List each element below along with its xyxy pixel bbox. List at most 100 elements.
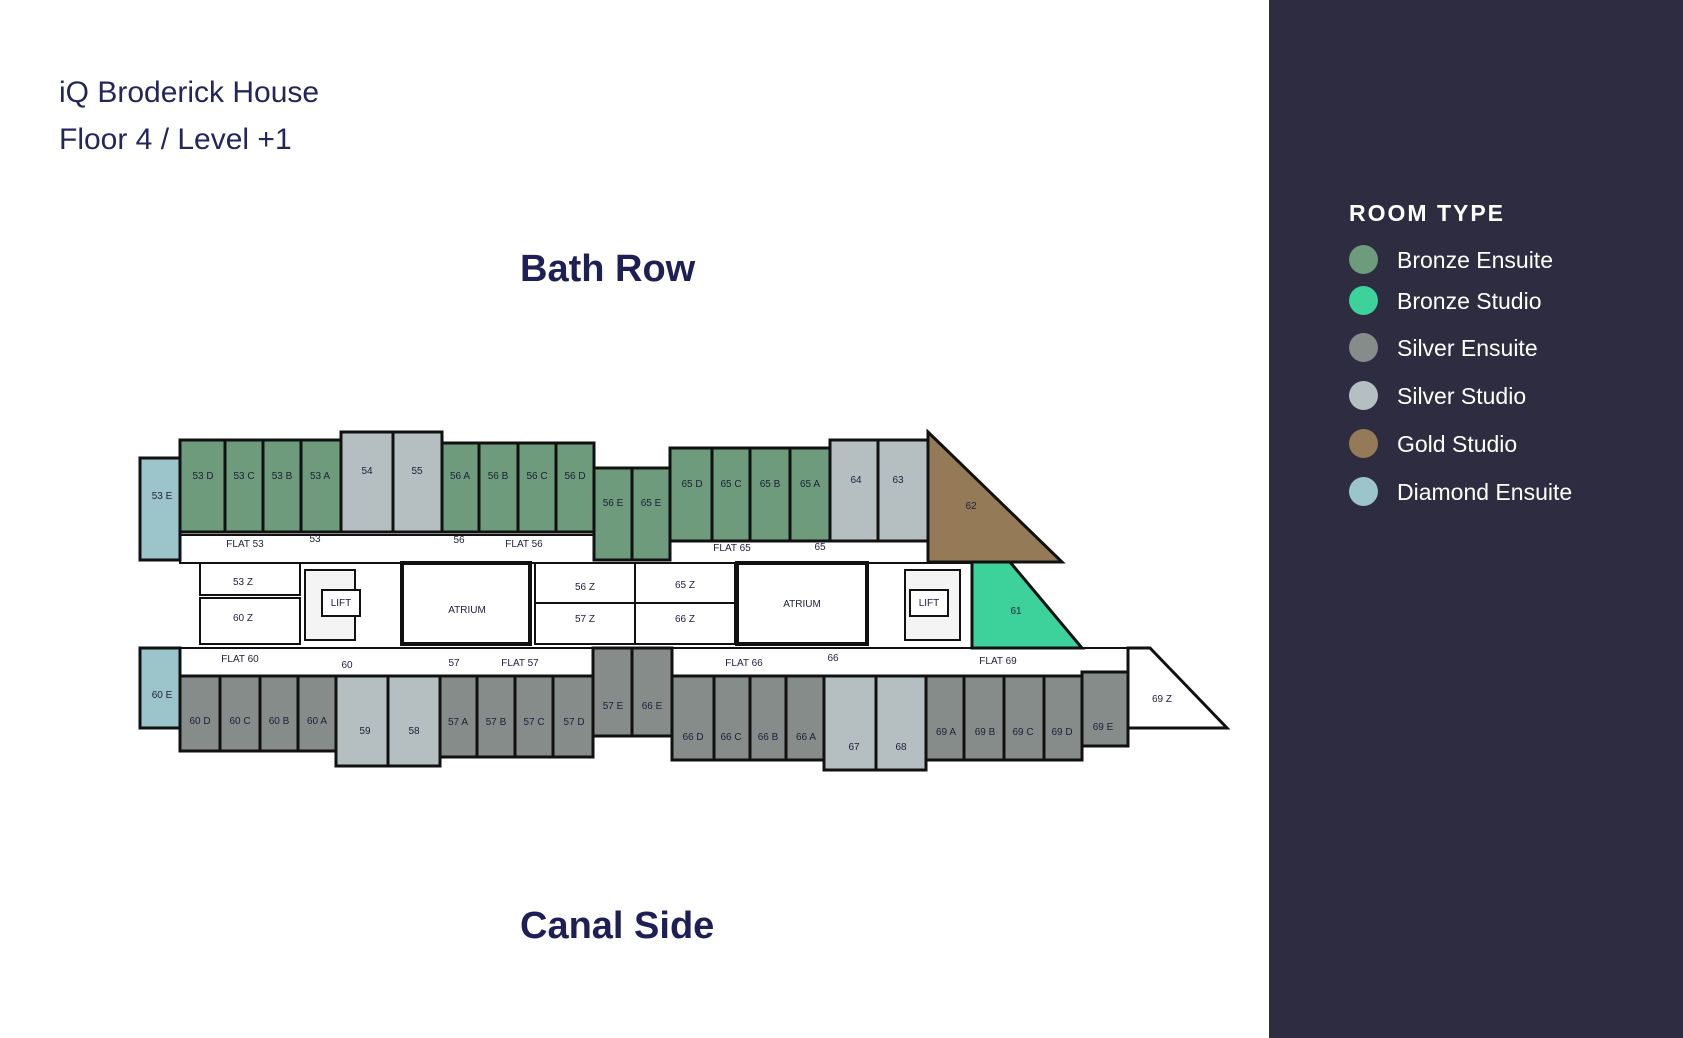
label-lift-right: LIFT [919,598,940,609]
label-54: 54 [361,466,373,477]
room-56D[interactable] [554,441,596,534]
label-door-53: 53 [309,534,321,545]
room-53D[interactable] [178,438,227,534]
label-flat-53: FLAT 53 [226,539,264,550]
room-69D[interactable] [1042,674,1084,762]
room-67[interactable] [822,674,878,772]
room-56A[interactable] [440,441,481,534]
label-60D: 60 D [189,716,210,727]
label-door-56: 56 [453,535,465,546]
legend-title: ROOM TYPE [1349,200,1506,226]
room-56C[interactable] [516,441,558,534]
room-69B[interactable] [962,674,1006,762]
label-53C: 53 C [233,471,254,482]
label-61: 61 [1010,606,1022,617]
label-57A: 57 A [448,717,468,728]
room-62[interactable] [926,428,1066,564]
room-53B[interactable] [261,438,303,534]
room-64[interactable] [828,438,880,543]
room-56E[interactable] [592,466,634,562]
label-69D: 69 D [1051,727,1072,738]
room-63[interactable] [876,438,930,543]
label-56E: 56 E [603,498,624,509]
label-atrium-right: ATRIUM [783,599,821,610]
legend-swatch-gold-studio [1349,429,1378,458]
room-60B[interactable] [258,674,300,753]
room-61[interactable] [970,560,1086,650]
label-56D: 56 D [564,471,585,482]
label-65Z: 65 Z [675,580,695,591]
legend-swatch-silver-ensuite [1349,333,1378,362]
room-65C[interactable] [710,446,752,543]
label-63: 63 [892,475,904,486]
bottom-room-row [138,646,1231,772]
label-69C: 69 C [1012,727,1033,738]
room-69E[interactable] [1080,670,1130,748]
atrium-right [735,561,869,646]
room-60Z[interactable] [199,597,301,645]
room-65E[interactable] [630,466,672,562]
room-68[interactable] [874,674,928,772]
label-65A: 65 A [800,479,820,490]
room-66D[interactable] [670,674,716,762]
label-atrium-left: ATRIUM [448,605,486,616]
room-54[interactable] [339,430,395,534]
room-55[interactable] [391,430,444,534]
legend-swatch-bronze-ensuite [1349,245,1378,274]
label-60Z: 60 Z [233,613,253,624]
label-lift-left: LIFT [331,598,352,609]
label-59: 59 [359,726,371,737]
room-57E[interactable] [591,646,634,738]
room-labels: 53 D 53 C 53 B 53 A 54 55 56 A 56 B 56 C… [152,466,1172,753]
room-53E[interactable] [138,456,182,562]
room-65B[interactable] [748,446,792,543]
lift-left [321,589,361,617]
room-66C[interactable] [712,674,752,762]
room-66A[interactable] [784,674,826,762]
label-65B: 65 B [760,479,781,490]
room-65D[interactable] [668,446,714,543]
room-57A[interactable] [438,674,479,759]
label-69E: 69 E [1093,722,1114,733]
label-door-66: 66 [827,653,839,664]
legend-swatch-diamond-ensuite [1349,477,1378,506]
room-69Z[interactable] [1126,646,1231,730]
street-label-bath-row: Bath Row [520,248,696,290]
room-60C[interactable] [218,674,262,753]
room-66B[interactable] [748,674,788,762]
room-69A[interactable] [924,674,966,762]
room-56Z[interactable] [534,562,636,604]
room-57C[interactable] [513,674,555,759]
label-64: 64 [850,475,862,486]
label-60E: 60 E [152,690,173,701]
room-53C[interactable] [223,438,265,534]
label-60C: 60 C [229,716,250,727]
room-53A[interactable] [299,438,343,534]
legend-label: Silver Studio [1397,383,1527,409]
legend-swatch-bronze-studio [1349,286,1378,315]
label-69A: 69 A [936,727,956,738]
room-60D[interactable] [178,674,222,753]
legend-label: Silver Ensuite [1397,335,1538,361]
legend-label: Gold Studio [1397,431,1518,457]
room-53Z[interactable] [199,562,301,596]
label-57B: 57 B [486,717,507,728]
room-69C[interactable] [1002,674,1046,762]
lift-right [909,589,949,617]
room-60E[interactable] [138,646,182,730]
label-57E: 57 E [603,701,624,712]
label-flat-57: FLAT 57 [501,658,539,669]
label-66A: 66 A [796,732,816,743]
label-69B: 69 B [975,727,996,738]
room-65A[interactable] [788,446,832,543]
label-67: 67 [848,742,860,753]
room-59[interactable] [334,674,390,768]
label-60B: 60 B [269,716,290,727]
label-65C: 65 C [720,479,741,490]
room-60A[interactable] [296,674,338,753]
room-66E[interactable] [630,646,674,738]
label-56A: 56 A [450,471,470,482]
room-58[interactable] [386,674,442,768]
room-56B[interactable] [477,441,520,534]
label-53Z: 53 Z [233,577,253,588]
